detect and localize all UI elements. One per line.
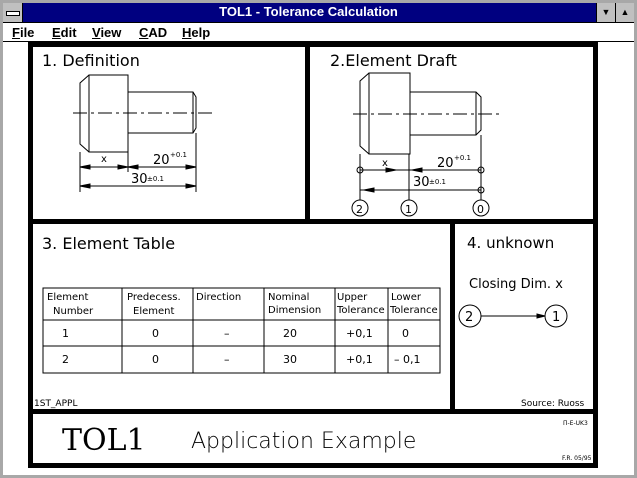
node-1 [400,199,418,217]
table-header: Element Number Predecess. Element Direct… [47,292,438,317]
title-bar: TOL1 - Tolerance Calculation ▼ ▲ [3,3,634,23]
system-menu-button[interactable] [3,3,23,22]
header-cell: Direction [196,292,241,303]
node-0 [472,199,490,217]
draft-30-label: 30 [413,175,430,190]
dim-20-label: 20 [153,153,170,168]
header-cell: Predecess. [127,292,181,303]
node-2-label: 2 [356,203,363,216]
header-cell: Lower [391,292,422,303]
header-cell: Dimension [268,305,321,316]
node-2 [351,199,369,217]
table-row: 1 0 – 20 +0,1 0 [62,327,409,340]
table-footer: 1ST_APPL [34,399,77,409]
source-label: Source: Ruoss [521,399,585,409]
frame [28,42,598,468]
header-cell: Element [47,292,88,303]
element-table [42,287,441,374]
table-title: 3. Element Table [42,234,175,253]
table-cell: 1 [62,327,69,340]
table-cell: 20 [283,327,297,340]
logo: TOL1 [62,423,146,458]
table-cell: – [224,327,230,340]
draft-20-label: 20 [437,156,454,171]
draft-title: 2.Element Draft [330,51,457,70]
minimize-button[interactable]: ▼ [596,3,615,22]
system-menu-icon [6,11,20,16]
header-cell: Tolerance [389,305,438,316]
from-node-label: 2 [465,310,473,325]
menu-edit[interactable]: Edit [52,25,77,40]
draft-tol20-label: +0.1 [454,154,471,162]
table-cell: – [224,353,230,366]
menu-cad[interactable]: CAD [139,25,168,40]
header-cell: Upper [337,292,368,303]
window-title: TOL1 - Tolerance Calculation [219,4,398,19]
drawing-date: F.R. 05/95 [562,455,592,462]
draft-x-label: x [382,158,388,169]
menu-view[interactable]: View [92,25,122,40]
dim-x-label: x [101,154,107,165]
maximize-button[interactable]: ▲ [615,3,634,22]
title-block: TOL1 Application Example П-E-UK3 F.R. 05… [62,420,592,462]
table-cell: 0 [402,327,409,340]
table-cell: 2 [62,353,69,366]
table-cell: 30 [283,353,297,366]
table-cell: 0 [152,327,159,340]
header-cell: Number [53,306,94,317]
menu-help[interactable]: Help [182,25,211,40]
unknown-panel: 4. unknown Closing Dim. x 2 1 Source: Ru… [458,234,585,409]
table-row: 2 0 – 30 +0,1 – 0,1 [62,353,421,366]
node-1-label: 1 [405,203,412,216]
table-cell: – 0,1 [394,353,421,366]
header-cell: Nominal [268,292,309,303]
menu-bar: File Edit View CAD Help [3,23,634,42]
to-node-label: 1 [552,310,560,325]
drawing-code: П-E-UK3 [563,420,588,427]
menu-file[interactable]: File [12,25,35,40]
unknown-title: 4. unknown [467,234,554,252]
table-cell: +0,1 [346,353,373,366]
definition-panel: 1. Definition x 20 +0.1 30 ±0.1 [42,51,214,192]
table-cell: 0 [152,353,159,366]
header-cell: Tolerance [336,305,385,316]
draft-panel: 2.Element Draft x 20 +0.1 30 ±0.1 2 1 0 [330,51,502,217]
element-table-panel: 3. Element Table Element Number Predeces… [34,234,441,409]
node-0-label: 0 [477,203,484,216]
table-cell: +0,1 [346,327,373,340]
subtitle: Application Example [191,429,416,454]
closing-dim-label: Closing Dim. x [469,277,563,292]
header-cell: Element [133,306,174,317]
tol-30-label: ±0.1 [147,175,164,183]
tol-20-label: +0.1 [170,151,187,159]
definition-title: 1. Definition [42,51,140,70]
draft-tol30-label: ±0.1 [429,178,446,186]
dim-30-label: 30 [131,172,148,187]
